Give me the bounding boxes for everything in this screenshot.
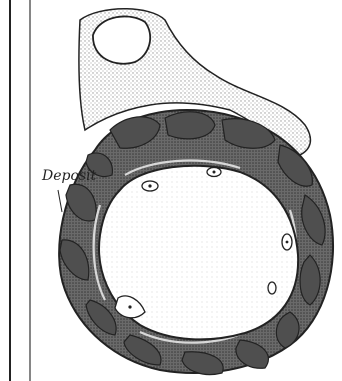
margin-rule-lines <box>10 0 30 381</box>
deposit-label: Deposit <box>41 168 97 184</box>
upper-hollow <box>93 16 150 63</box>
deposit-pointer <box>58 190 62 212</box>
